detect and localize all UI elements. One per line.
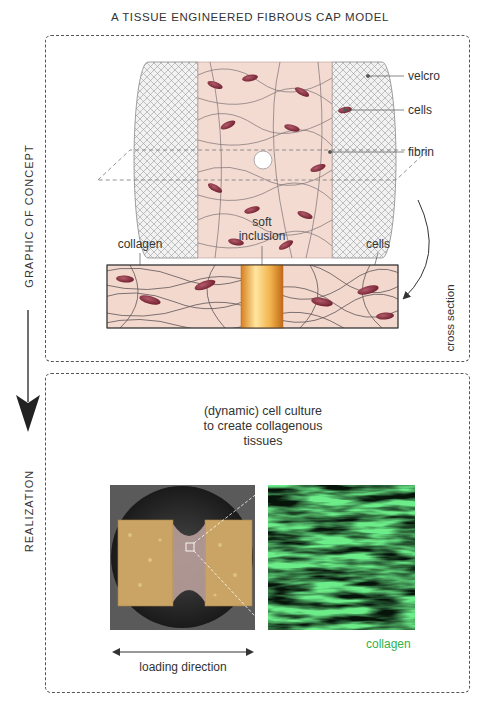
- part-label: cells: [408, 103, 432, 117]
- photo-sample-part: [173, 524, 205, 602]
- soft-inclusion-hole: [254, 151, 272, 169]
- cross-section-part-part: [120, 265, 138, 328]
- cross-section-part-part: [300, 265, 318, 328]
- fibers-part: [306, 62, 322, 258]
- cross-section-part: [241, 265, 283, 328]
- photo-sample: [110, 485, 268, 630]
- leader-lines-part: [368, 76, 404, 77]
- cells-part: [296, 209, 313, 220]
- photo-sample-part: [118, 520, 173, 606]
- cells-part: [283, 123, 300, 133]
- cross-section-part-part: [376, 312, 395, 321]
- step-text: (dynamic) cell culture to create collage…: [198, 404, 328, 449]
- collagen-image: [268, 485, 415, 630]
- loading-arrow-part: [116, 652, 250, 653]
- photo-sample-part-part: [213, 593, 216, 596]
- photo-sample-part: [194, 485, 268, 543]
- collagen-image-part: [268, 485, 415, 630]
- leader-lines-part: [328, 150, 331, 153]
- diagram-title: A TISSUE ENGINEERED FIBROUS CAP MODEL: [0, 11, 500, 23]
- arrow-shaft: [27, 310, 28, 402]
- fibers-part: [198, 69, 332, 92]
- cross-section-part-part: [138, 293, 161, 306]
- photo-sample-part-part: [138, 583, 142, 587]
- fibers-part: [198, 130, 332, 146]
- stain-label: collagen: [366, 637, 411, 651]
- leader-lines-part: [366, 74, 369, 77]
- cross-section: [100, 263, 420, 337]
- section-arrow: [404, 200, 429, 298]
- axis-label: loading direction: [139, 660, 226, 674]
- view-label: cross section: [443, 284, 457, 351]
- fibrin-body: [198, 62, 332, 258]
- leader-lines: [138, 74, 404, 291]
- cells-part: [309, 162, 326, 173]
- cross-section-part: [107, 265, 398, 328]
- side-heading: GRAPHIC OF CONCEPT: [23, 144, 35, 287]
- photo-sample-part-part: [233, 573, 237, 577]
- section-box: GRAPHIC OF CONCEPT: [45, 35, 470, 362]
- arrow-head: [16, 395, 40, 432]
- cross-section-part: [107, 265, 398, 328]
- photo-sample-part: [110, 485, 255, 630]
- photo-sample-part: [111, 486, 253, 628]
- photo-sample-part: [205, 520, 252, 606]
- cylinder-sample: [98, 62, 428, 258]
- cells-part: [206, 181, 223, 195]
- cells-part: [243, 205, 260, 215]
- cells-part: [206, 79, 223, 90]
- velcro-left: [134, 62, 198, 258]
- fibers: [198, 62, 332, 258]
- cells-part: [242, 73, 259, 82]
- photo-sample-part-part: [148, 558, 152, 562]
- cells: [206, 73, 352, 251]
- leader-lines-part: [345, 110, 404, 111]
- part-label: soft inclusion: [233, 215, 291, 243]
- cells-part: [293, 85, 310, 99]
- side-heading: REALIZATION: [23, 470, 35, 552]
- fibers-part: [198, 114, 332, 134]
- photo-sample-part-part: [128, 533, 132, 537]
- part-label: cells: [366, 237, 390, 251]
- velcro-right: [332, 62, 396, 258]
- cross-section-part: [107, 265, 398, 328]
- photo-sample-part-part: [158, 538, 161, 541]
- leader-lines-part: [343, 108, 346, 111]
- part-label: collagen: [118, 237, 163, 251]
- cross-section-part-part: [193, 277, 216, 292]
- flow-arrow: [16, 310, 40, 432]
- cross-section-part-part: [310, 296, 333, 308]
- photo-sample-part: [186, 543, 194, 551]
- collagen-image-part: [268, 485, 415, 630]
- leader-lines-part: [330, 152, 404, 153]
- cross-section-part-part: [116, 275, 135, 284]
- loading-arrow: [112, 648, 254, 656]
- photo-sample-part-part: [218, 543, 222, 547]
- fibers-part: [198, 88, 332, 104]
- fibers-part: [273, 62, 292, 258]
- cross-section-part-part: [207, 265, 225, 328]
- cells-part: [219, 119, 236, 132]
- photo-sample-part: [194, 551, 268, 630]
- cross-section-part-part: [356, 283, 379, 296]
- loading-arrow-part: [246, 648, 254, 656]
- loading-arrow-part: [112, 648, 120, 656]
- section-plane: [98, 150, 428, 180]
- part-label: fibrin: [408, 145, 434, 159]
- fibers-part: [210, 62, 221, 258]
- part-label: velcro: [408, 69, 440, 83]
